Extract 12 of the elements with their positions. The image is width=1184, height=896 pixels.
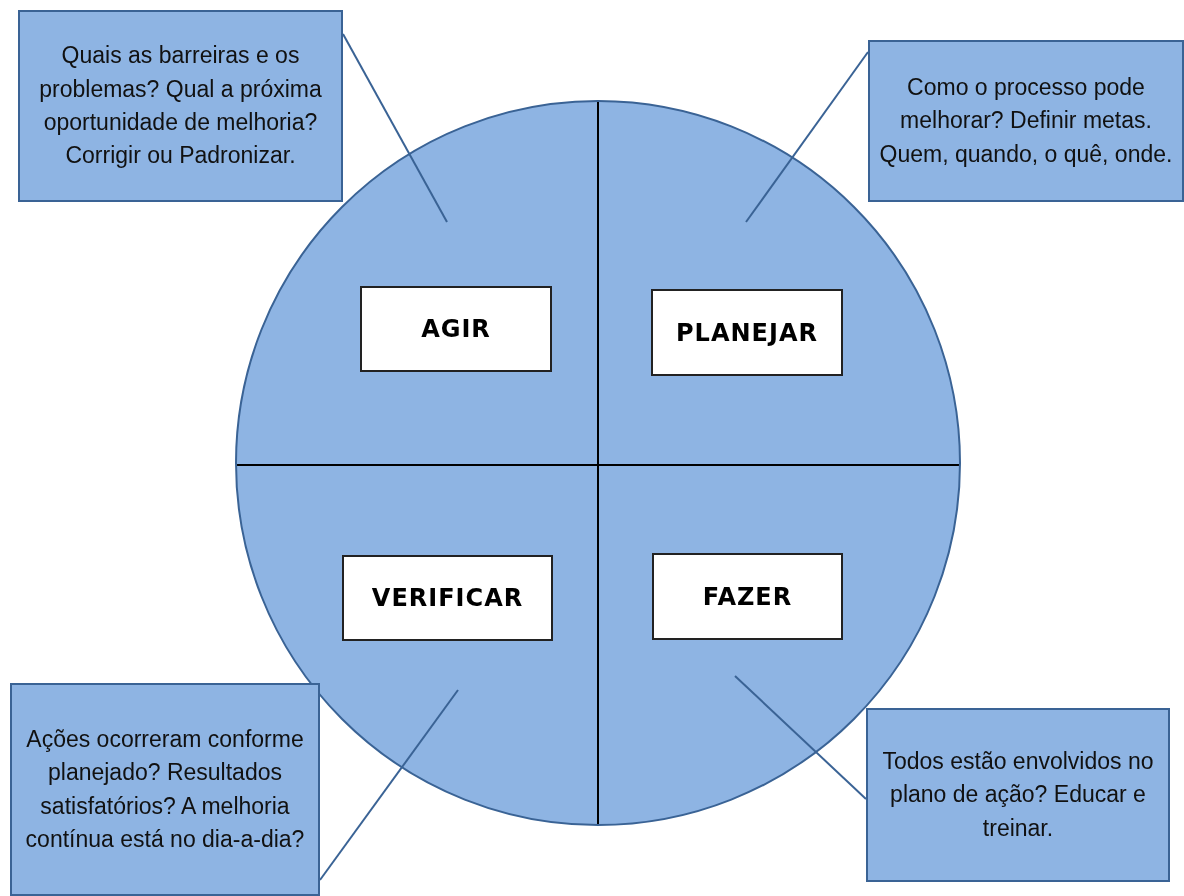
callout-box: Quais as barreiras e os problemas? Qual a próxima oportunidade de melhoria? Corrigir ou Padronizar.: [18, 10, 343, 202]
callout-box: Como o processo pode melhorar? Definir metas. Quem, quando, o quê, onde.: [868, 40, 1184, 202]
stage-label: VERIFICAR: [342, 555, 553, 641]
leader-line: [319, 689, 459, 881]
callout-box: Todos estão envolvidos no plano de ação? Educar e treinar.: [866, 708, 1170, 882]
stage-label: FAZER: [652, 553, 843, 640]
stage-label: AGIR: [360, 286, 552, 372]
callout-box: Ações ocorreram conforme planejado? Resultados satisfatórios? A melhoria contínua está no dia-a-dia?: [10, 683, 320, 896]
leader-line: [342, 33, 448, 223]
leader-line: [734, 675, 867, 800]
stage-label: PLANEJAR: [651, 289, 843, 376]
leader-line: [745, 51, 869, 223]
